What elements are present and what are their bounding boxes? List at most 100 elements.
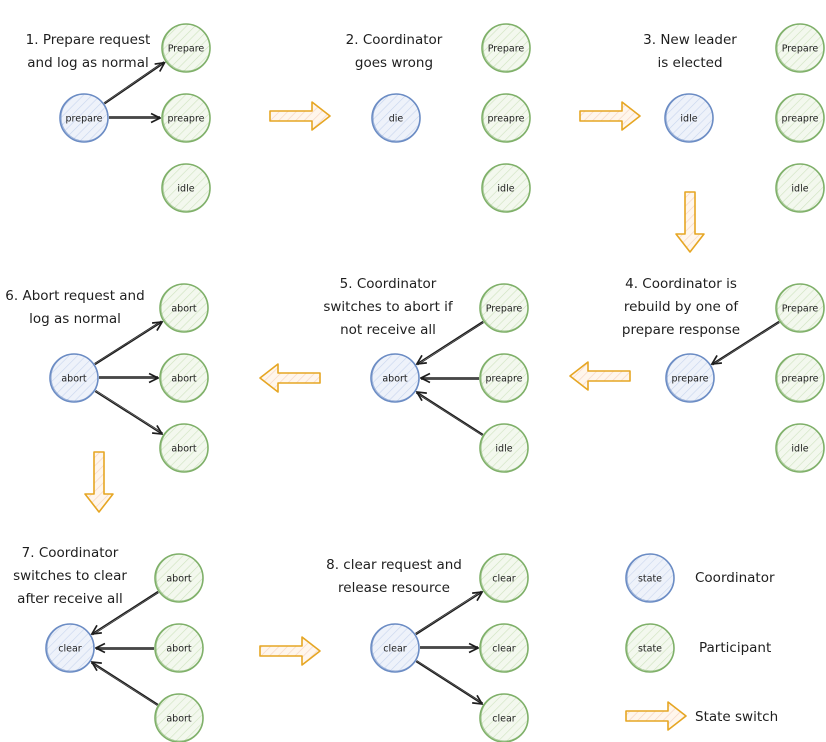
edge-line-sketch	[416, 660, 484, 704]
participant-node: abort	[154, 553, 204, 603]
node-label: abort	[166, 574, 192, 585]
coordinator-node: abort	[370, 353, 420, 403]
participant-node: clear	[479, 693, 529, 742]
edge-line	[92, 662, 159, 706]
edge-line-sketch	[417, 322, 484, 366]
message-arrow	[420, 647, 478, 648]
message-arrow	[96, 648, 154, 649]
participant-node: preapre	[479, 353, 529, 403]
participant-node: idle	[479, 423, 529, 473]
caption-line: release resource	[338, 580, 450, 596]
coordinator-node: clear	[370, 623, 420, 673]
message-arrow	[99, 377, 158, 378]
legend-label: Participant	[699, 640, 771, 656]
participant-circle-sketch	[480, 283, 529, 332]
edge-line	[415, 660, 482, 704]
node-label: prepare	[66, 114, 103, 125]
participant-node: preapre	[775, 353, 825, 403]
state-switch-arrow-right	[259, 636, 321, 666]
message-arrow	[103, 61, 165, 105]
node-label: state	[638, 644, 662, 655]
participant-node: abort	[159, 353, 209, 403]
caption-line: 4. Coordinator is	[625, 276, 737, 292]
node-label: Prepare	[168, 44, 205, 55]
participant-circle-sketch	[776, 163, 825, 212]
participant-circle-sketch	[480, 553, 529, 602]
legend-participant-node: state	[625, 623, 675, 673]
node-label: state	[638, 574, 662, 585]
step-caption: 4. Coordinator is rebuild by one of prepar…	[622, 276, 740, 338]
node-label: idle	[497, 184, 514, 195]
participant-node: idle	[775, 423, 825, 473]
caption-line: 5. Coordinator	[340, 276, 437, 292]
message-arrow	[94, 389, 163, 434]
participant-circle-sketch	[155, 693, 204, 742]
edge-line	[415, 592, 482, 636]
node-label: idle	[680, 114, 697, 125]
participant-circle-sketch	[162, 93, 211, 142]
node-label: abort	[166, 714, 192, 725]
participant-circle-sketch	[480, 623, 529, 672]
edge-line-sketch	[94, 320, 162, 364]
node-label: idle	[495, 444, 512, 455]
participant-node: abort	[154, 623, 204, 673]
edge-line	[94, 390, 162, 434]
legend-item-coordinator: state Coordinator	[625, 553, 775, 603]
step-7: clear abort abort abort	[45, 553, 204, 742]
caption-line: 7. Coordinator	[22, 545, 119, 561]
participant-circle-sketch	[480, 423, 529, 472]
coordinator-circle-sketch	[626, 553, 675, 602]
edge-line-sketch	[90, 662, 158, 706]
caption-line: switches to abort if	[323, 299, 454, 315]
caption-line: is elected	[657, 55, 722, 71]
coordinator-circle-sketch	[371, 623, 420, 672]
caption-line: after receive all	[17, 591, 123, 607]
legend-item-participant: state Participant	[625, 623, 771, 673]
participant-circle-sketch	[776, 93, 825, 142]
legend-label: State switch	[695, 709, 778, 725]
edges-layer	[90, 61, 780, 706]
participant-circle-sketch	[160, 423, 209, 472]
caption-line: rebuild by one of	[624, 299, 740, 315]
node-label: clear	[492, 644, 516, 655]
participant-node: idle	[161, 163, 211, 213]
coordinator-node: abort	[49, 353, 99, 403]
node-label: clear	[492, 574, 516, 585]
participant-circle-sketch	[776, 353, 825, 402]
node-label: Prepare	[486, 304, 523, 315]
participant-node: abort	[159, 423, 209, 473]
participant-circle-sketch	[776, 23, 825, 72]
participant-node: idle	[775, 163, 825, 213]
coordinator-node: prepare	[59, 93, 109, 143]
node-label: idle	[791, 184, 808, 195]
node-label: preapre	[782, 374, 819, 385]
edge-line	[92, 590, 159, 634]
participant-node: Prepare	[775, 283, 825, 333]
message-arrow	[109, 117, 160, 118]
node-label: die	[389, 114, 404, 125]
message-arrow	[416, 392, 484, 436]
nodes-layer: preparePreparepreapreidlediePreparepreap…	[45, 23, 825, 742]
coordinator-circle-sketch	[60, 93, 109, 142]
coordinator-node: idle	[664, 93, 714, 143]
coordinator-node: clear	[45, 623, 95, 673]
node-label: preapre	[168, 114, 205, 125]
caption-line: not receive all	[340, 322, 436, 338]
coordinator-circle-sketch	[665, 93, 714, 142]
legend-label: Coordinator	[695, 570, 775, 586]
caption-line: log as normal	[29, 311, 121, 327]
message-arrow	[415, 660, 484, 704]
node-label: clear	[383, 644, 407, 655]
message-arrow	[92, 590, 159, 636]
participant-circle-sketch	[162, 163, 211, 212]
caption-line: prepare response	[622, 322, 740, 338]
participant-circle-sketch	[160, 283, 209, 332]
participant-circle-sketch	[776, 423, 825, 472]
coordinator-circle-sketch	[372, 93, 421, 142]
